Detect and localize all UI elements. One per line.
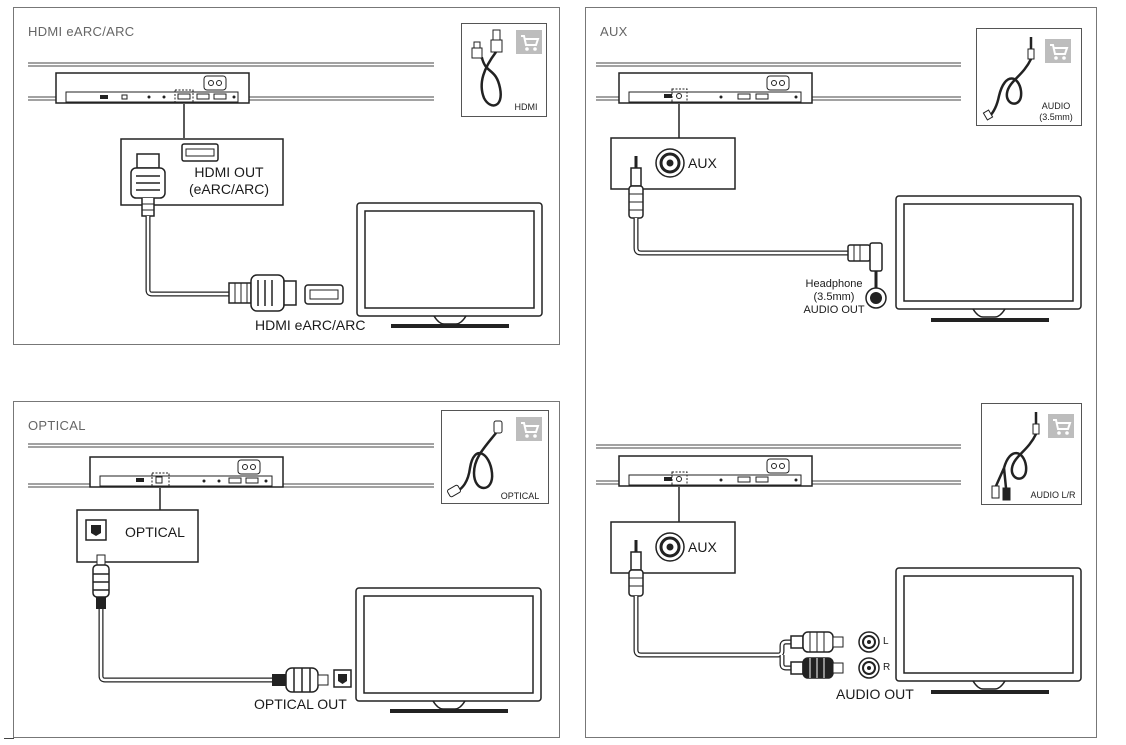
accessory-label: AUDIO L/R [1030,490,1076,500]
rca-plug-right-icon [790,657,844,679]
hdmi-plug-icon [130,153,166,217]
aux-diagram [596,62,1082,694]
page-mark [4,738,14,739]
source-port-label: HDMI OUT (eARC/ARC) [188,164,270,197]
source-port-label: AUX [688,539,717,555]
tv-icon [895,567,1082,694]
audio-plug-icon [628,540,644,597]
accessory-box: HDMI [461,23,547,117]
hdmi-diagram [28,62,543,328]
accessory-label: OPTICAL [500,491,540,501]
aux-panel: AUX [585,7,1097,738]
panel-title: OPTICAL [28,418,86,433]
optical-plug-icon [92,554,110,609]
tv-port-label: AUDIO OUT [836,686,914,702]
optical-diagram [28,443,542,713]
shopping-cart-icon[interactable] [1045,39,1071,63]
tv-port-label: Headphone (3.5mm) AUDIO OUT [803,278,865,316]
hdmi-cable-icon [471,29,503,107]
rca-cable-icon [991,412,1040,501]
hdmi-panel: HDMI eARC/ARC [13,7,560,345]
panel-title: AUX [600,24,628,39]
optical-panel: OPTICAL [13,401,560,738]
tv-port-label: OPTICAL OUT [254,696,347,712]
accessory-box: AUDIO L/R [981,403,1082,505]
tv-port-label: HDMI eARC/ARC [255,317,366,333]
right-channel-label: R [883,662,891,673]
source-port-label: AUX [688,155,717,171]
shopping-cart-icon[interactable] [1048,414,1074,438]
source-port-label: OPTICAL [125,524,185,540]
hdmi-plug-horizontal-icon [228,274,297,312]
optical-plug-horizontal-icon [272,667,329,693]
shopping-cart-icon[interactable] [516,417,542,441]
left-channel-label: L [883,636,889,647]
tv-icon [895,195,1082,322]
tv-icon [356,202,543,328]
optical-cable-icon [447,420,503,498]
soundbar-icon [89,456,284,488]
soundbar-icon [55,72,250,104]
audio-cable-icon [982,37,1035,121]
soundbar-icon [618,72,813,104]
accessory-label: HDMI [514,102,538,112]
panel-title: HDMI eARC/ARC [28,24,135,39]
rca-plug-left-icon [790,631,844,653]
accessory-label: AUDIO (3.5mm) [1039,101,1073,122]
accessory-box: AUDIO (3.5mm) [976,28,1082,126]
tv-icon [355,587,542,713]
soundbar-icon [618,455,813,487]
shopping-cart-icon[interactable] [516,30,542,54]
audio-plug-angled-icon [847,242,883,288]
accessory-box: OPTICAL [441,410,549,504]
